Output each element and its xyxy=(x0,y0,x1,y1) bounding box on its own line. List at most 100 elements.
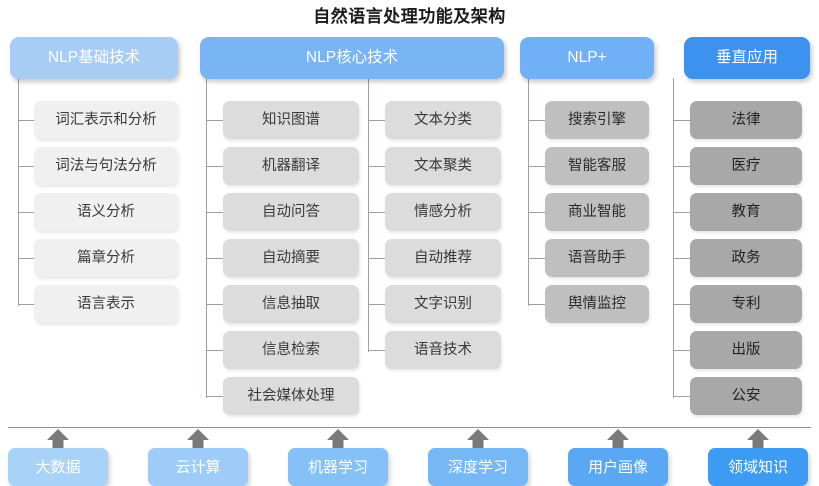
list-item[interactable]: 机器翻译 xyxy=(223,147,359,185)
list-item-label: 文本分类 xyxy=(414,111,472,128)
list-item[interactable]: 舆情监控 xyxy=(545,285,649,323)
list-item-label: 智能客服 xyxy=(568,157,626,174)
connector-stub xyxy=(528,258,545,259)
list-item[interactable]: 教育 xyxy=(690,193,802,231)
header-nlp-core[interactable]: NLP核心技术 xyxy=(200,37,504,79)
list-item[interactable]: 专利 xyxy=(690,285,802,323)
header-nlp-basic[interactable]: NLP基础技术 xyxy=(10,37,178,79)
connector-stub xyxy=(18,120,34,121)
list-item-label: 公安 xyxy=(731,387,761,404)
header-label: NLP+ xyxy=(567,49,607,67)
list-item[interactable]: 搜索引擎 xyxy=(545,101,649,139)
foundation-label: 机器学习 xyxy=(307,458,368,476)
connector-stub xyxy=(206,120,223,121)
page-title: 自然语言处理功能及架构 xyxy=(313,7,506,26)
connector-stub xyxy=(673,212,690,213)
connector-stub xyxy=(18,212,34,213)
list-item[interactable]: 词法与句法分析 xyxy=(34,147,178,185)
list-item-label: 社会媒体处理 xyxy=(247,387,335,404)
header-label: 垂直应用 xyxy=(715,49,778,67)
list-item[interactable]: 语音助手 xyxy=(545,239,649,277)
list-item[interactable]: 情感分析 xyxy=(385,193,501,231)
foundation-item-machine-learning[interactable]: 机器学习 xyxy=(288,448,388,486)
list-item[interactable]: 法律 xyxy=(690,101,802,139)
connector-stub xyxy=(528,166,545,167)
up-arrow-icon xyxy=(45,427,71,453)
list-item-label: 信息抽取 xyxy=(262,295,320,312)
list-item[interactable]: 出版 xyxy=(690,331,802,369)
list-item[interactable]: 信息抽取 xyxy=(223,285,359,323)
foundation-item-cloud-computing[interactable]: 云计算 xyxy=(148,448,248,486)
list-item[interactable]: 信息检索 xyxy=(223,331,359,369)
connector-stub xyxy=(673,304,690,305)
list-item[interactable]: 政务 xyxy=(690,239,802,277)
foundation-item-domain-knowledge[interactable]: 领域知识 xyxy=(708,448,808,486)
up-arrow-icon xyxy=(745,427,771,453)
list-item-label: 法律 xyxy=(731,111,761,128)
list-item-label: 篇章分析 xyxy=(77,249,135,266)
foundation-label: 深度学习 xyxy=(447,458,508,476)
foundation-item-big-data[interactable]: 大数据 xyxy=(8,448,108,486)
list-item-label: 词汇表示和分析 xyxy=(55,111,157,128)
list-item[interactable]: 语义分析 xyxy=(34,193,178,231)
list-item-label: 文本聚类 xyxy=(414,157,472,174)
list-item[interactable]: 文本聚类 xyxy=(385,147,501,185)
connector-stub xyxy=(368,258,385,259)
list-item[interactable]: 文本分类 xyxy=(385,101,501,139)
connector-stub xyxy=(206,396,223,397)
list-item-label: 专利 xyxy=(731,295,761,312)
list-item[interactable]: 智能客服 xyxy=(545,147,649,185)
header-vertical-app[interactable]: 垂直应用 xyxy=(684,37,810,79)
up-arrow-icon xyxy=(325,427,351,453)
header-nlp-plus[interactable]: NLP+ xyxy=(520,37,654,79)
list-item-label: 机器翻译 xyxy=(262,157,320,174)
connector-trunk-col5 xyxy=(673,78,674,398)
connector-stub xyxy=(528,212,545,213)
connector-stub xyxy=(673,120,690,121)
list-item[interactable]: 商业智能 xyxy=(545,193,649,231)
header-label: NLP基础技术 xyxy=(47,49,141,67)
up-arrow-icon xyxy=(465,427,491,453)
section-divider xyxy=(8,427,811,428)
connector-stub xyxy=(368,304,385,305)
foundation-item-user-profile[interactable]: 用户画像 xyxy=(568,448,668,486)
list-item-label: 自动问答 xyxy=(262,203,320,220)
connector-trunk-col3 xyxy=(368,78,369,352)
list-item-label: 信息检索 xyxy=(262,341,320,358)
connector-trunk-col2 xyxy=(206,78,207,398)
list-item[interactable]: 自动摘要 xyxy=(223,239,359,277)
up-arrow-icon xyxy=(185,427,211,453)
list-item-label: 政务 xyxy=(731,249,761,266)
list-item[interactable]: 语言表示 xyxy=(34,285,178,323)
list-item[interactable]: 自动推荐 xyxy=(385,239,501,277)
list-item-label: 知识图谱 xyxy=(262,111,320,128)
list-item[interactable]: 文字识别 xyxy=(385,285,501,323)
header-label: NLP核心技术 xyxy=(305,49,399,67)
foundation-label: 用户画像 xyxy=(587,458,648,476)
list-item[interactable]: 篇章分析 xyxy=(34,239,178,277)
foundation-label: 大数据 xyxy=(35,458,81,476)
connector-stub xyxy=(368,350,385,351)
connector-stub xyxy=(206,166,223,167)
connector-stub xyxy=(368,166,385,167)
connector-stub xyxy=(18,304,34,305)
list-item[interactable]: 医疗 xyxy=(690,147,802,185)
list-item[interactable]: 语音技术 xyxy=(385,331,501,369)
list-item[interactable]: 知识图谱 xyxy=(223,101,359,139)
connector-stub xyxy=(528,120,545,121)
list-item-label: 文字识别 xyxy=(414,295,472,312)
list-item[interactable]: 公安 xyxy=(690,377,802,415)
up-arrow-icon xyxy=(605,427,631,453)
connector-stub xyxy=(673,396,690,397)
connector-stub xyxy=(206,304,223,305)
foundation-label: 云计算 xyxy=(175,458,221,476)
foundation-item-deep-learning[interactable]: 深度学习 xyxy=(428,448,528,486)
list-item[interactable]: 社会媒体处理 xyxy=(223,377,359,415)
connector-stub xyxy=(18,166,34,167)
connector-stub xyxy=(528,304,545,305)
connector-stub xyxy=(673,350,690,351)
list-item-label: 出版 xyxy=(731,341,761,358)
list-item[interactable]: 词汇表示和分析 xyxy=(34,101,178,139)
list-item[interactable]: 自动问答 xyxy=(223,193,359,231)
